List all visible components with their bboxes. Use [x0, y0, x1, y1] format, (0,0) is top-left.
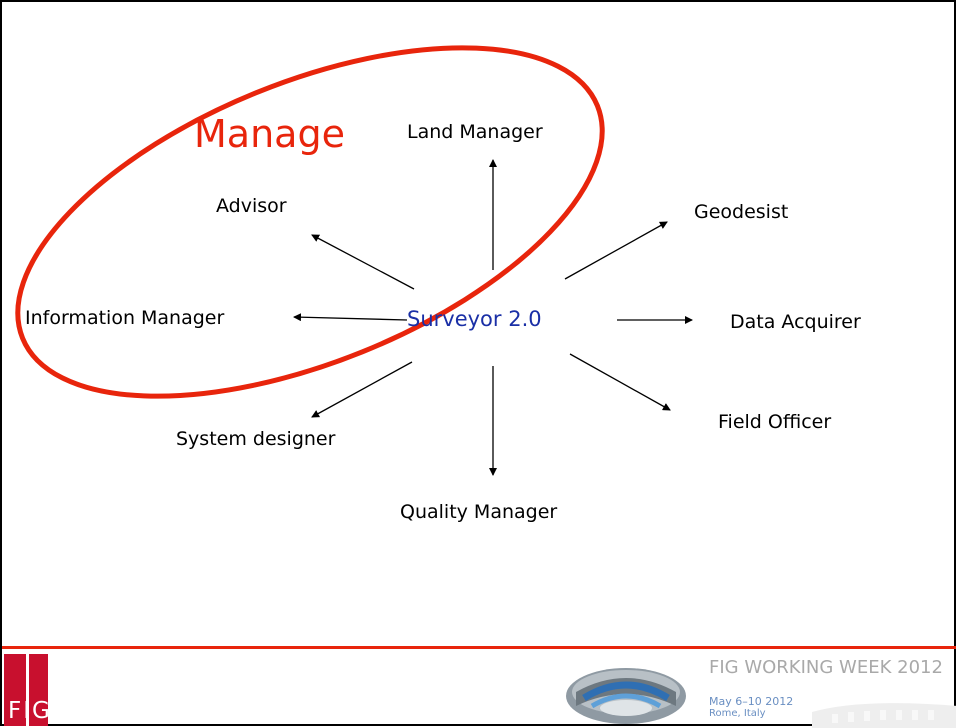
colosseum-emblem-icon [566, 668, 686, 724]
event-date: May 6–10 2012 [709, 695, 794, 708]
fig-logo-text: FIG [8, 698, 52, 724]
role-data-acquirer: Data Acquirer [730, 311, 861, 333]
manage-label: Manage [194, 112, 345, 156]
role-quality-manager: Quality Manager [400, 501, 558, 523]
colosseum-silhouette-decoration [812, 703, 956, 728]
arrow-advisor [311, 234, 415, 290]
footer-divider [2, 646, 956, 649]
role-advisor: Advisor [216, 195, 287, 217]
arrow-geodesist [564, 221, 668, 280]
fig-logo: FIG [4, 654, 50, 726]
event-title: FIG WORKING WEEK 2012 [709, 657, 943, 678]
role-geodesist: Geodesist [694, 201, 789, 223]
role-information-manager: Information Manager [25, 307, 225, 329]
center-node-label: Surveyor 2.0 [407, 307, 542, 331]
arrow-information-manager [293, 313, 408, 322]
event-place: Rome, Italy [709, 708, 766, 719]
role-field-officer: Field Officer [718, 411, 832, 433]
arrow-field-officer [569, 353, 671, 411]
arrow-system-designer [311, 361, 413, 418]
fig-logo-stripe [26, 654, 29, 726]
role-land-manager: Land Manager [407, 121, 543, 143]
role-system-designer: System designer [176, 428, 336, 450]
manage-highlight-ellipse [15, 45, 605, 399]
